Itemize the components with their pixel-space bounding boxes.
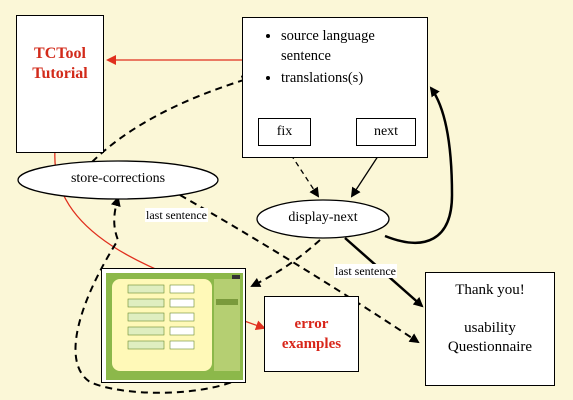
display-next-label: display-next (288, 210, 358, 225)
arrow-store-to-thanks (179, 194, 420, 344)
last-sentence-label-2: last sentence (334, 264, 397, 278)
thank-you-box: Thank you! usability Questionnaire (425, 272, 555, 386)
store-corrections-node (17, 160, 219, 200)
tutorial-title-line2: Tutorial (32, 65, 88, 82)
thank-you-text: Thank you! (455, 282, 525, 298)
screenshot-drawing (106, 273, 243, 380)
error-line1: error (294, 316, 329, 332)
next-button: next (356, 118, 416, 146)
tutorial-box: TCTool Tutorial (16, 15, 104, 153)
arrow-screenshot-to-store (74, 196, 243, 394)
error-examples-box: error examples (264, 296, 359, 372)
source-bullet-sentence: source language sentence (281, 26, 427, 66)
arrow-display-to-source (384, 86, 454, 244)
display-next-node (256, 199, 390, 239)
arrow-display-to-screenshot (250, 239, 321, 287)
error-line2: examples (281, 336, 342, 352)
store-corrections-label: store-corrections (70, 171, 166, 186)
usability-text: usability (464, 320, 516, 336)
tutorial-title-line1: TCTool (34, 45, 86, 62)
arrow-store-to-source (91, 75, 252, 163)
fix-button: fix (258, 118, 311, 146)
last-sentence-label-1: last sentence (145, 208, 208, 222)
source-bullet-translations: translations(s) (281, 68, 427, 88)
tool-screenshot-thumbnail (101, 268, 246, 383)
questionnaire-text: Questionnaire (447, 339, 533, 355)
